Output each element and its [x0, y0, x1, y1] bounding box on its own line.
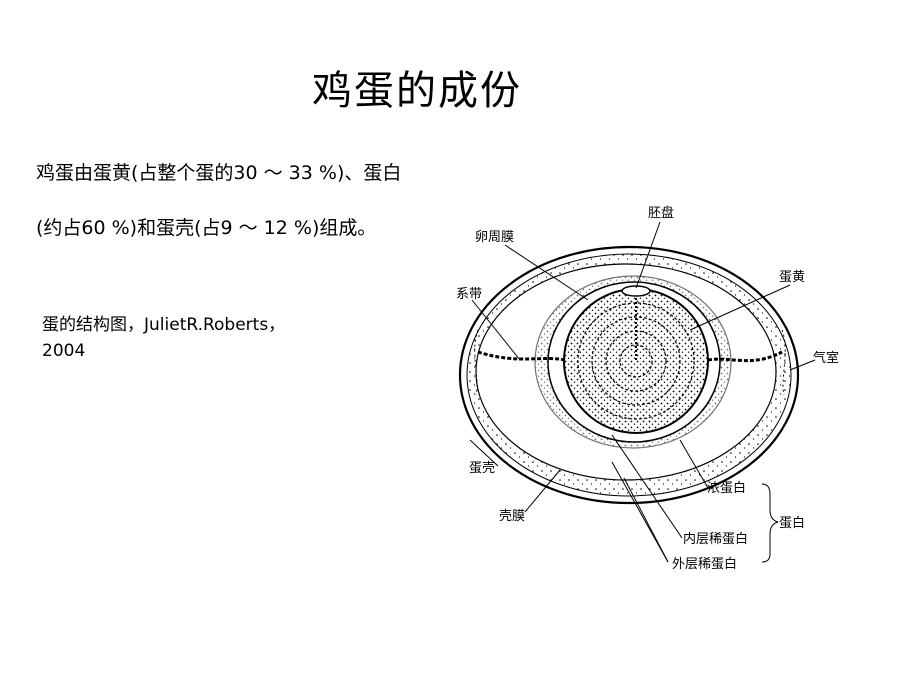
label-shell: 蛋壳	[469, 461, 495, 476]
label-outer-thin-albumen: 外层稀蛋白	[672, 556, 737, 572]
label-germinal-disc: 胚盘	[648, 205, 674, 221]
composition-text-line-2: (约占60 %)和蛋壳(占9 ～ 12 %)组成。	[36, 217, 377, 239]
figure-caption: 蛋的结构图，JulietR.Roberts， 2004	[42, 312, 285, 364]
leader-lines	[469, 221, 816, 563]
label-thick-albumen: 浓蛋白	[707, 480, 746, 496]
label-inner-thin-albumen: 内层稀蛋白	[683, 531, 748, 547]
chalaza-right	[707, 350, 783, 363]
label-yolk: 蛋黄	[779, 270, 805, 285]
germinal-disc	[621, 285, 651, 297]
label-air-cell: 气室	[813, 350, 839, 366]
caption-line-2: 2004	[42, 341, 86, 361]
composition-text-line-1: 鸡蛋由蛋黄(占整个蛋的30 ～ 33 %)、蛋白	[36, 162, 402, 184]
chalaza-left	[477, 350, 566, 362]
label-shell-membrane: 壳膜	[499, 509, 525, 524]
label-albumen: 蛋白	[779, 515, 805, 531]
slide-title: 鸡蛋的成份	[312, 68, 522, 114]
egg-structure-diagram: 胚盘 卵周膜 蛋黄 系带 气室 蛋壳 壳膜 浓蛋白 蛋白 内层稀蛋白 外层稀蛋白	[456, 205, 839, 572]
label-chalaza: 系带	[456, 287, 482, 302]
label-vitelline-membrane: 卵周膜	[475, 230, 514, 245]
caption-line-1: 蛋的结构图，JulietR.Roberts，	[42, 315, 286, 335]
